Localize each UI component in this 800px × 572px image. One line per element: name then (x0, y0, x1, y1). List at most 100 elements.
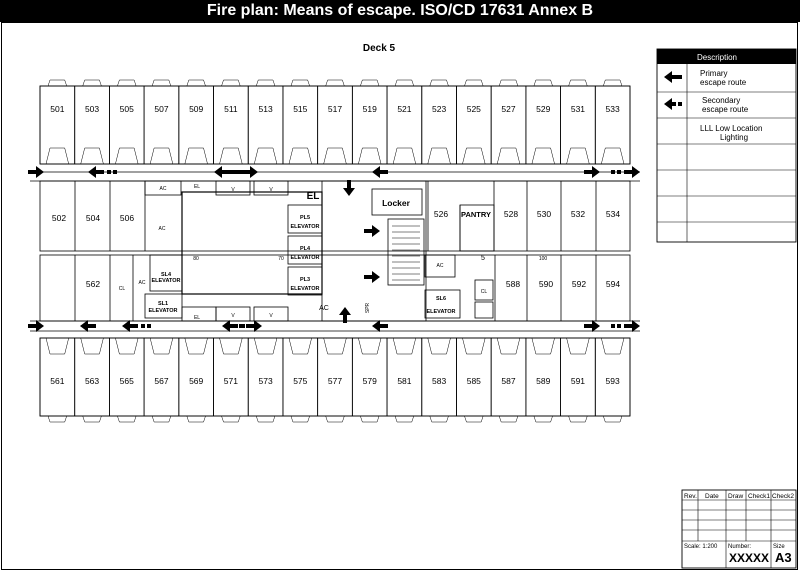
bathroom-outline (358, 337, 382, 355)
room-506: 506 (120, 213, 134, 223)
balcony-mark (429, 79, 449, 87)
room-573: 573 (258, 376, 272, 386)
bathroom-outline (427, 147, 451, 165)
n80-label: 80 (193, 256, 199, 262)
v4-label: V (269, 313, 273, 319)
legend-secondary-2: escape route (702, 105, 749, 114)
balcony-mark (360, 79, 380, 87)
stairs (392, 225, 420, 281)
balcony-mark (568, 79, 588, 87)
bathroom-outline (149, 337, 174, 355)
cl-right-label: CL (481, 289, 488, 295)
bathroom-outline (80, 147, 104, 165)
balcony-mark (186, 79, 206, 87)
balcony-mark (533, 415, 553, 423)
cabin-531 (560, 85, 596, 165)
cabin-593 (594, 337, 631, 417)
room-561: 561 (50, 376, 64, 386)
bathroom-outline (253, 337, 278, 355)
cabin-513 (247, 85, 284, 165)
balcony-mark (117, 79, 137, 87)
legend-lll-2: Lighting (720, 133, 748, 142)
locker-label: Locker (382, 198, 411, 208)
room-502: 502 (52, 213, 66, 223)
bathroom-outline (253, 147, 278, 165)
cabin-505 (109, 85, 145, 165)
drawing-frame (1, 22, 798, 570)
room-594: 594 (606, 279, 620, 289)
room-592: 592 (572, 279, 586, 289)
legend-primary-1: Primary (700, 69, 728, 78)
bathroom-outline (496, 337, 521, 355)
room-589: 589 (536, 376, 550, 386)
primary-arrow-icon (584, 166, 600, 178)
room-523: 523 (432, 104, 446, 114)
v3-label: V (231, 313, 235, 319)
bathroom-outline (566, 147, 590, 165)
ac-bottom-label: AC (319, 305, 329, 312)
pl4-label: PL4 (300, 246, 311, 252)
room-534: 534 (606, 209, 620, 219)
bathroom-outline (184, 147, 208, 165)
n70-label: 70 (278, 256, 284, 262)
ac-side-label: AC (159, 226, 166, 232)
room-526: 526 (434, 209, 448, 219)
page-title: Fire plan: Means of escape. ISO/CD 17631… (0, 0, 800, 22)
room-525: 525 (467, 104, 481, 114)
primary-arrow-icon (339, 307, 351, 323)
room-590: 590 (539, 279, 553, 289)
tb-check2: Check2 (772, 493, 794, 500)
cabin-533 (594, 85, 631, 165)
ac-top-label: AC (160, 186, 167, 192)
primary-arrow-icon (364, 225, 380, 237)
primary-arrow-icon (664, 71, 682, 83)
sl4-label: SL4 (161, 272, 172, 278)
pl4-elevator-label: ELEVATOR (290, 255, 319, 261)
room-583: 583 (432, 376, 446, 386)
primary-arrow-icon (28, 166, 44, 178)
room-504: 504 (86, 213, 100, 223)
bathroom-outline (601, 147, 625, 165)
room-527: 527 (501, 104, 515, 114)
cabin-521 (386, 85, 423, 165)
secondary-arrow-icon (88, 166, 117, 178)
tb-date: Date (705, 493, 719, 500)
balcony-mark (603, 415, 623, 423)
bathroom-outline (566, 337, 590, 355)
bathroom-outline (184, 337, 208, 355)
cabin-525 (456, 85, 492, 165)
room-533: 533 (606, 104, 620, 114)
pl3-label: PL3 (300, 277, 310, 283)
n100-label: 100 (539, 256, 548, 262)
room-575: 575 (293, 376, 307, 386)
room-588: 588 (506, 279, 520, 289)
bathroom-outline (531, 337, 555, 355)
primary-arrow-icon (80, 320, 96, 332)
balcony-mark (221, 79, 241, 87)
balcony-mark (82, 79, 102, 87)
primary-arrow-icon (584, 320, 600, 332)
primary-arrow-icon (372, 166, 388, 178)
balcony-mark (498, 415, 519, 423)
room-571: 571 (224, 376, 238, 386)
cabin-523 (421, 85, 457, 165)
room-515: 515 (293, 104, 307, 114)
room-565: 565 (120, 376, 134, 386)
balcony-mark (429, 415, 449, 423)
bathroom-outline (288, 147, 312, 165)
el-big-label: EL (307, 191, 320, 202)
primary-arrow-icon (28, 320, 44, 332)
tb-draw: Draw (728, 493, 743, 500)
legend-lll-1: LLL Low Location (700, 124, 762, 133)
primary-arrow-icon (364, 271, 380, 283)
balcony-mark (325, 79, 345, 87)
n5-label: 5 (481, 255, 485, 262)
legend-header: Description (697, 53, 737, 62)
room-517: 517 (328, 104, 342, 114)
legend-primary-2: escape route (700, 78, 747, 87)
legend-secondary-1: Secondary (702, 96, 740, 105)
bathroom-outline (358, 147, 382, 165)
balcony-mark (117, 415, 137, 423)
secondary-arrow-icon (122, 320, 151, 332)
